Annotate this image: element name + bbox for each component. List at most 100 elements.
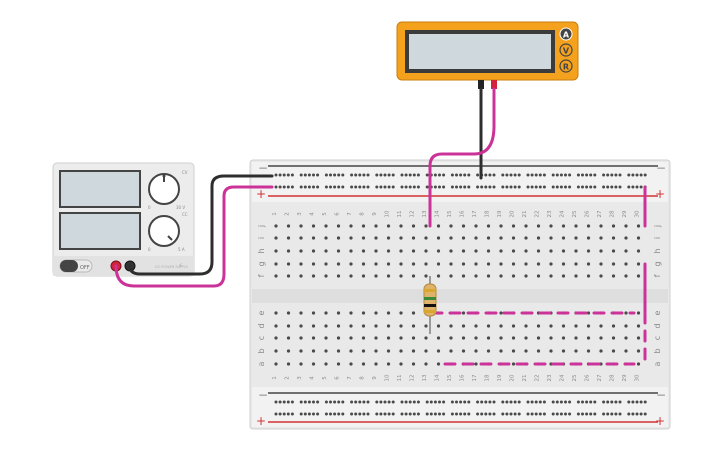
rail-hole[interactable] xyxy=(534,400,538,404)
rail-hole[interactable] xyxy=(576,185,580,189)
rail-hole[interactable] xyxy=(442,185,446,189)
rail-hole[interactable] xyxy=(589,173,593,177)
resistor[interactable] xyxy=(423,276,437,334)
hole[interactable] xyxy=(524,336,528,340)
hole[interactable] xyxy=(386,311,391,315)
rail-hole[interactable] xyxy=(404,412,408,416)
hole[interactable] xyxy=(636,262,641,266)
rail-hole[interactable] xyxy=(467,400,471,404)
hole[interactable] xyxy=(349,349,353,353)
rail-hole[interactable] xyxy=(400,173,404,177)
rail-hole[interactable] xyxy=(627,412,631,416)
hole[interactable] xyxy=(474,274,478,278)
rail-hole[interactable] xyxy=(429,412,433,416)
rail-hole[interactable] xyxy=(585,400,589,404)
hole[interactable] xyxy=(499,336,503,340)
rail-hole[interactable] xyxy=(412,185,416,189)
rail-hole[interactable] xyxy=(274,400,278,404)
hole[interactable] xyxy=(624,249,628,253)
hole[interactable] xyxy=(586,249,591,253)
rail-hole[interactable] xyxy=(593,173,597,177)
rail-hole[interactable] xyxy=(501,400,505,404)
rail-hole[interactable] xyxy=(387,173,391,177)
rail-hole[interactable] xyxy=(492,400,496,404)
rail-hole[interactable] xyxy=(576,412,580,416)
rail-hole[interactable] xyxy=(366,185,370,189)
rail-hole[interactable] xyxy=(341,412,345,416)
hole[interactable] xyxy=(549,224,553,228)
hole[interactable] xyxy=(436,249,441,253)
rail-hole[interactable] xyxy=(467,173,471,177)
rail-hole[interactable] xyxy=(509,185,513,189)
hole[interactable] xyxy=(274,262,278,266)
rail-hole[interactable] xyxy=(337,173,341,177)
rail-hole[interactable] xyxy=(526,185,530,189)
hole[interactable] xyxy=(574,349,578,353)
hole[interactable] xyxy=(324,236,328,240)
rail-hole[interactable] xyxy=(286,185,290,189)
hole[interactable] xyxy=(411,236,416,240)
rail-hole[interactable] xyxy=(530,400,534,404)
hole[interactable] xyxy=(436,362,441,366)
hole[interactable] xyxy=(436,262,441,266)
hole[interactable] xyxy=(424,362,428,366)
rail-hole[interactable] xyxy=(564,400,567,404)
rail-hole[interactable] xyxy=(416,400,420,404)
hole[interactable] xyxy=(299,224,303,228)
hole[interactable] xyxy=(449,336,453,340)
rail-hole[interactable] xyxy=(303,400,307,404)
hole[interactable] xyxy=(611,324,616,328)
rail-hole[interactable] xyxy=(303,412,307,416)
rail-hole[interactable] xyxy=(631,400,635,404)
rail-hole[interactable] xyxy=(350,185,354,189)
hole[interactable] xyxy=(336,262,341,266)
hole[interactable] xyxy=(299,262,303,266)
rail-hole[interactable] xyxy=(312,400,315,404)
rail-hole[interactable] xyxy=(585,173,589,177)
rail-hole[interactable] xyxy=(274,412,278,416)
rail-hole[interactable] xyxy=(412,400,416,404)
hole[interactable] xyxy=(499,349,503,353)
rail-hole[interactable] xyxy=(476,400,480,404)
rail-hole[interactable] xyxy=(350,173,354,177)
hole[interactable] xyxy=(561,274,566,278)
breadboard[interactable]: − − + + − − + + 112233445566778899101011… xyxy=(249,159,671,430)
hole[interactable] xyxy=(574,236,578,240)
rail-hole[interactable] xyxy=(282,173,286,177)
hole[interactable] xyxy=(311,362,316,366)
rail-hole[interactable] xyxy=(505,173,509,177)
rail-hole[interactable] xyxy=(526,400,530,404)
hole[interactable] xyxy=(274,362,278,366)
hole[interactable] xyxy=(449,249,453,253)
mode-button-r[interactable]: R xyxy=(559,59,573,73)
rail-hole[interactable] xyxy=(513,173,517,177)
rail-hole[interactable] xyxy=(509,173,513,177)
hole[interactable] xyxy=(536,262,541,266)
rail-hole[interactable] xyxy=(362,400,366,404)
hole[interactable] xyxy=(586,262,591,266)
rail-hole[interactable] xyxy=(412,412,416,416)
hole[interactable] xyxy=(324,324,328,328)
rail-hole[interactable] xyxy=(551,173,555,177)
current-knob[interactable] xyxy=(148,215,180,247)
rail-hole[interactable] xyxy=(303,173,307,177)
hole[interactable] xyxy=(274,311,278,315)
hole[interactable] xyxy=(286,349,291,353)
rail-hole[interactable] xyxy=(476,185,480,189)
rail-hole[interactable] xyxy=(391,400,395,404)
rail-hole[interactable] xyxy=(379,400,383,404)
hole[interactable] xyxy=(399,311,403,315)
rail-hole[interactable] xyxy=(459,412,463,416)
rail-hole[interactable] xyxy=(593,412,597,416)
wire-supply-positive[interactable] xyxy=(114,185,274,288)
rail-hole[interactable] xyxy=(551,185,555,189)
rail-hole[interactable] xyxy=(459,400,463,404)
hole[interactable] xyxy=(424,349,428,353)
rail-hole[interactable] xyxy=(307,185,311,189)
hole[interactable] xyxy=(324,262,328,266)
rail-hole[interactable] xyxy=(387,400,391,404)
rail-hole[interactable] xyxy=(425,173,429,177)
rail-hole[interactable] xyxy=(606,173,610,177)
hole[interactable] xyxy=(411,274,416,278)
rail-hole[interactable] xyxy=(559,400,563,404)
